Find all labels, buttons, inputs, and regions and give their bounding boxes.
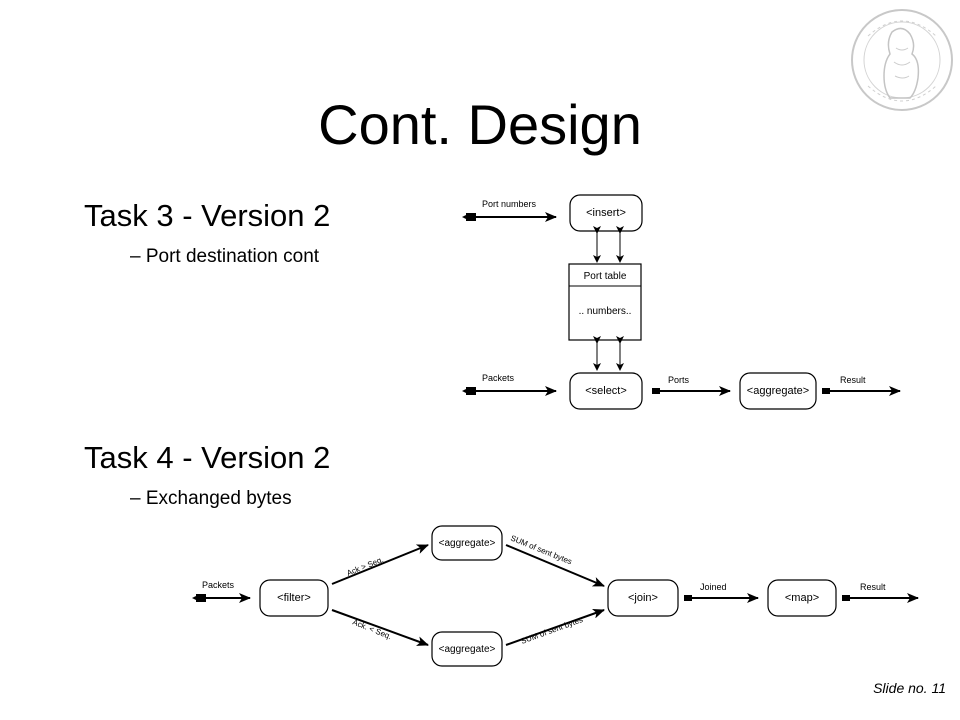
input-packets-arrow bbox=[462, 386, 557, 396]
t4-result-arrow bbox=[842, 593, 919, 603]
input-ports-arrow bbox=[462, 212, 557, 222]
select-operator bbox=[569, 372, 643, 410]
agg-upper-to-join bbox=[505, 544, 605, 587]
lower-condition-label: Ack. < Seq. bbox=[351, 618, 393, 642]
select-label: <select> bbox=[585, 385, 627, 397]
aggregate-lower-operator bbox=[431, 631, 503, 667]
result-label: Result bbox=[840, 375, 866, 385]
insert-operator bbox=[569, 194, 643, 232]
university-seal-icon bbox=[851, 9, 953, 111]
port-table-body: .. numbers.. bbox=[579, 306, 632, 317]
port-table bbox=[568, 263, 642, 341]
upper-condition-label: Ack > Seq. bbox=[345, 555, 384, 578]
slide-title: Cont. Design bbox=[318, 93, 642, 156]
task4-diagram: Packets <filter> Ack > Seq. Ack. < Seq. … bbox=[192, 525, 919, 667]
task4-bullet: – Exchanged bytes bbox=[130, 488, 292, 509]
filter-to-agg-lower bbox=[331, 609, 429, 646]
join-label: <join> bbox=[628, 592, 658, 604]
join-operator bbox=[607, 579, 679, 617]
aggregate-lower-label: <aggregate> bbox=[439, 644, 496, 655]
slide-number: Slide no. 11 bbox=[873, 680, 946, 696]
t4-input-packets-arrow bbox=[192, 593, 251, 603]
filter-label: <filter> bbox=[277, 592, 311, 604]
task3-diagram: Port numbers <insert> Port table .. numb… bbox=[462, 194, 901, 410]
t4-result-label: Result bbox=[860, 582, 886, 592]
input-ports-label: Port numbers bbox=[482, 199, 537, 209]
sum-lower-label: SUM of sent bytes bbox=[520, 615, 584, 646]
joined-arrow bbox=[684, 593, 759, 603]
ports-arrow bbox=[652, 386, 731, 396]
joined-label: Joined bbox=[700, 582, 727, 592]
map-label: <map> bbox=[785, 592, 819, 604]
filter-to-agg-upper bbox=[331, 544, 429, 585]
task3-heading: Task 3 - Version 2 bbox=[84, 198, 331, 233]
filter-operator bbox=[259, 579, 329, 617]
insert-label: <insert> bbox=[586, 207, 626, 219]
aggregate-operator bbox=[739, 372, 817, 410]
ports-label: Ports bbox=[668, 375, 690, 385]
map-operator bbox=[767, 579, 837, 617]
t4-input-packets-label: Packets bbox=[202, 580, 235, 590]
task3-bullet: – Port destination cont bbox=[130, 246, 320, 267]
aggregate-upper-label: <aggregate> bbox=[439, 538, 496, 549]
task4-heading: Task 4 - Version 2 bbox=[84, 440, 331, 475]
result-arrow bbox=[822, 386, 901, 396]
aggregate-upper-operator bbox=[431, 525, 503, 561]
port-table-title: Port table bbox=[584, 271, 627, 282]
input-packets-label: Packets bbox=[482, 373, 515, 383]
aggregate-label: <aggregate> bbox=[747, 385, 809, 397]
agg-lower-to-join bbox=[505, 608, 605, 646]
